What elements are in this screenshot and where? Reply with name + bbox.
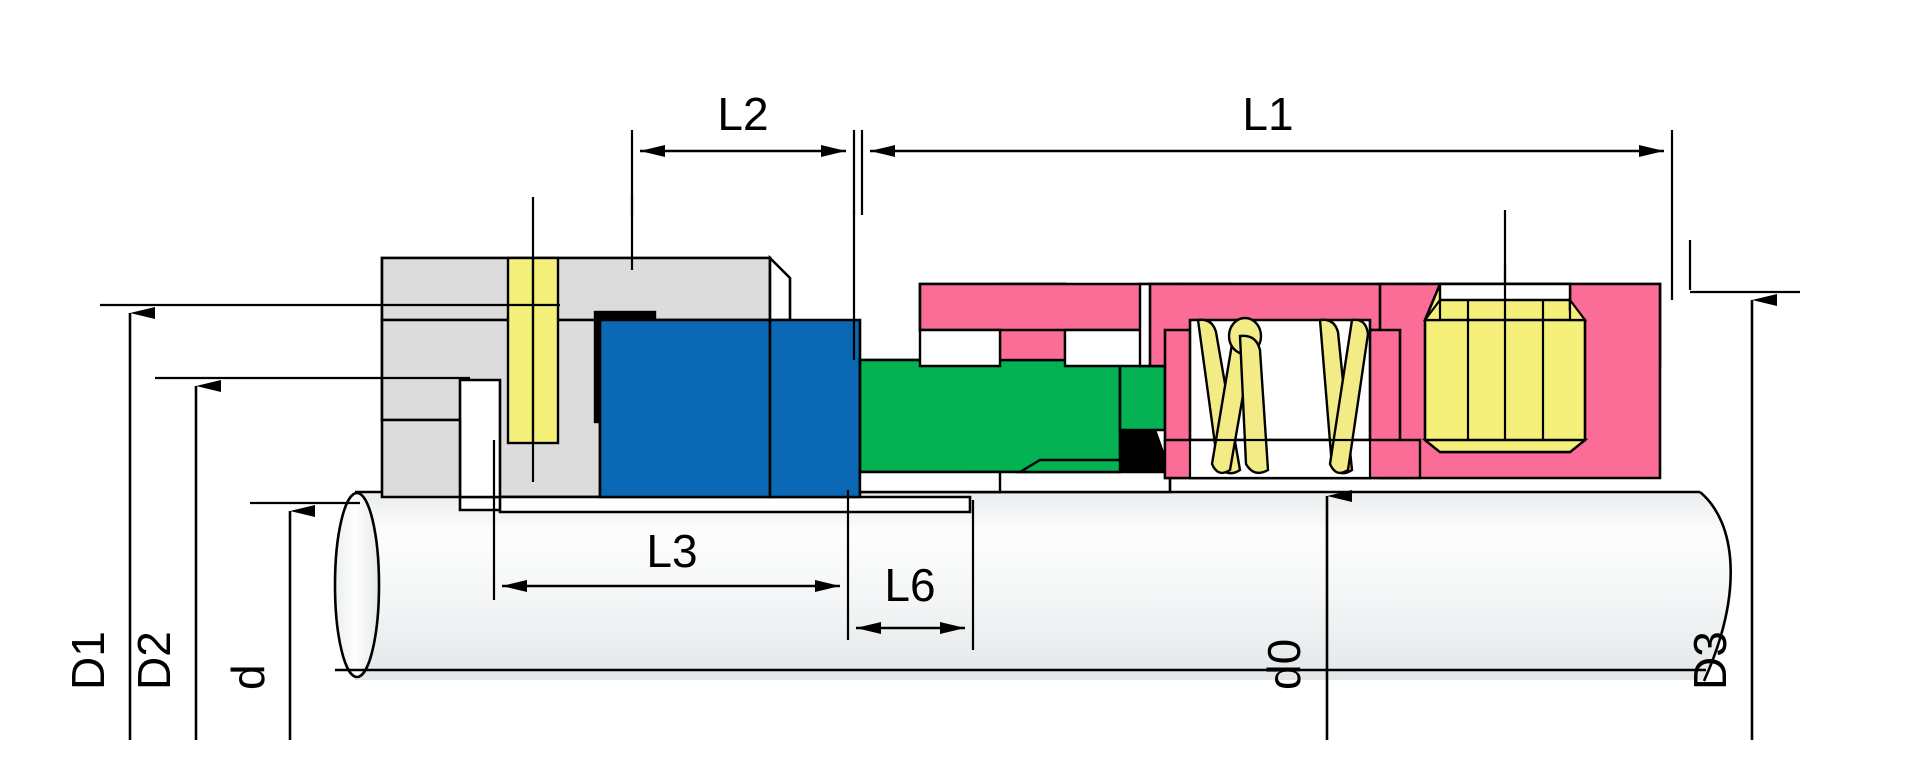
dimension-label-d0: d0: [1258, 639, 1310, 690]
shaft-body: [355, 492, 1700, 680]
dimension-label-L1: L1: [1242, 88, 1293, 140]
dimension-d0: d0: [1258, 490, 1352, 740]
spring-coil-3: [1238, 334, 1270, 475]
rotating-ring-bevel: [1015, 458, 1122, 474]
dimension-label-L3: L3: [646, 525, 697, 577]
shaft-right-chamfer: [1699, 491, 1732, 682]
shaft-left-end-ellipse: [333, 491, 381, 679]
dimension-L2: L2: [630, 88, 856, 215]
dimension-L1: L1: [860, 88, 1674, 300]
dimension-label-D1: D1: [62, 631, 114, 690]
dimension-label-D2: D2: [128, 631, 180, 690]
shaft-assembly: [333, 490, 1732, 682]
dimension-D3: D3: [1684, 290, 1800, 740]
dimension-D2: D2: [128, 376, 470, 740]
gland-lower-foot: [380, 418, 462, 499]
dimension-label-L6: L6: [884, 559, 935, 611]
stationary-ring-extension: [768, 318, 862, 499]
dimension-D1: D1: [62, 303, 560, 740]
set-screw-right-bevel-right: [1568, 296, 1588, 322]
stationary-ring-body: [598, 318, 772, 499]
rotating-ring-group: [858, 358, 1172, 494]
rotating-ring-main: [858, 358, 1122, 474]
set-screw-right-foot: [1421, 438, 1589, 454]
gland-housing-upper-flange: [380, 256, 772, 322]
set-screw-right-bevel-left: [1422, 296, 1442, 322]
set-screw-right-group: [1421, 210, 1589, 454]
dimension-label-d: d: [222, 664, 274, 690]
dimension-L6: L6: [856, 500, 975, 650]
stationary-ring-group: [598, 318, 862, 499]
dimension-d: d: [222, 501, 360, 740]
set-screw-left-group: [506, 197, 560, 482]
rotating-ring-shoulder: [1118, 358, 1167, 432]
spring-coils-group: [1190, 316, 1370, 475]
dimension-L3: L3: [492, 440, 850, 640]
dimension-label-L2: L2: [717, 88, 768, 140]
spring-coil-5: [1328, 318, 1370, 475]
rotating-ring-foot: [858, 470, 1002, 494]
shaft-end-fill: [1700, 492, 1731, 680]
gland-base-plate: [498, 495, 972, 514]
dimension-label-D3: D3: [1684, 631, 1736, 690]
retainer-white-gap-b: [918, 328, 1002, 368]
